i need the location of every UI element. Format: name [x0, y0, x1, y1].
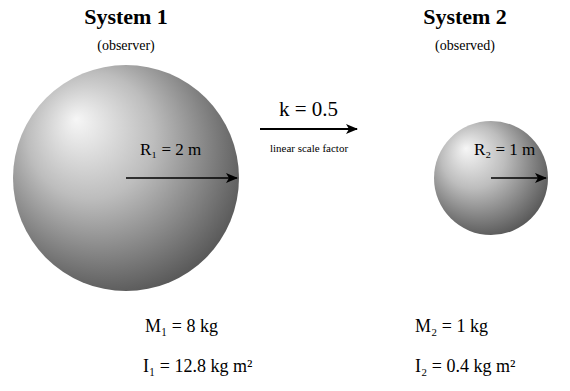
scale-arrow [260, 128, 357, 130]
system-title: System 2 [365, 4, 565, 29]
mass-label: M₁ = 8 kg [145, 316, 218, 337]
system-role: (observer) [26, 38, 226, 54]
mass-label: M₂ = 1 kg [415, 316, 488, 337]
sphere [434, 121, 548, 235]
inertia-label: I₁ = 12.8 kg m² [143, 356, 252, 377]
sphere-system: System 1 (observer) R₁ = 2 m [0, 0, 252, 300]
scale-caption: linear scale factor [270, 142, 348, 155]
radius-label: R₁ = 2 m [140, 140, 201, 160]
sphere [13, 65, 239, 291]
inertia-label: I₂ = 0.4 kg m² [415, 356, 515, 377]
radius-label: R₂ = 1 m [474, 140, 535, 160]
system-role: (observed) [365, 38, 565, 54]
sphere-system: System 2 (observed) R₂ = 1 m [365, 0, 570, 300]
radius-arrow [491, 177, 546, 179]
radius-arrow [126, 177, 237, 179]
system-title: System 1 [26, 4, 226, 29]
scale-factor-label: k = 0.5 [279, 97, 338, 121]
